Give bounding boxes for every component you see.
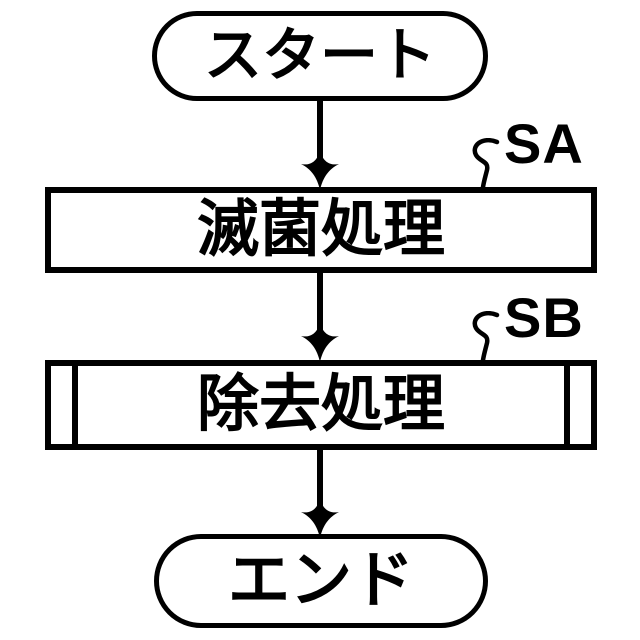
start-label: スタート — [203, 23, 436, 88]
arrow-down-icon — [301, 270, 339, 362]
start-terminator: スタート — [152, 11, 488, 101]
end-terminator: エンド — [154, 534, 488, 628]
arrow-down-icon — [301, 446, 339, 538]
arrow-down-icon — [301, 98, 339, 190]
process-box-sa: 滅菌処理 — [45, 187, 597, 273]
predefined-process-box-sb: 除去処理 — [45, 360, 597, 450]
process-sa-label: 滅菌処理 — [196, 195, 445, 264]
end-label: エンド — [227, 546, 414, 615]
subprocess-right-bar — [564, 366, 570, 444]
step-reference-sb: SB — [504, 286, 584, 349]
leader-line-sb — [472, 311, 500, 363]
process-sb-label: 除去処理 — [196, 370, 445, 439]
leader-line-sa — [472, 138, 500, 190]
step-reference-sa: SA — [504, 112, 584, 175]
subprocess-left-bar — [72, 366, 78, 444]
